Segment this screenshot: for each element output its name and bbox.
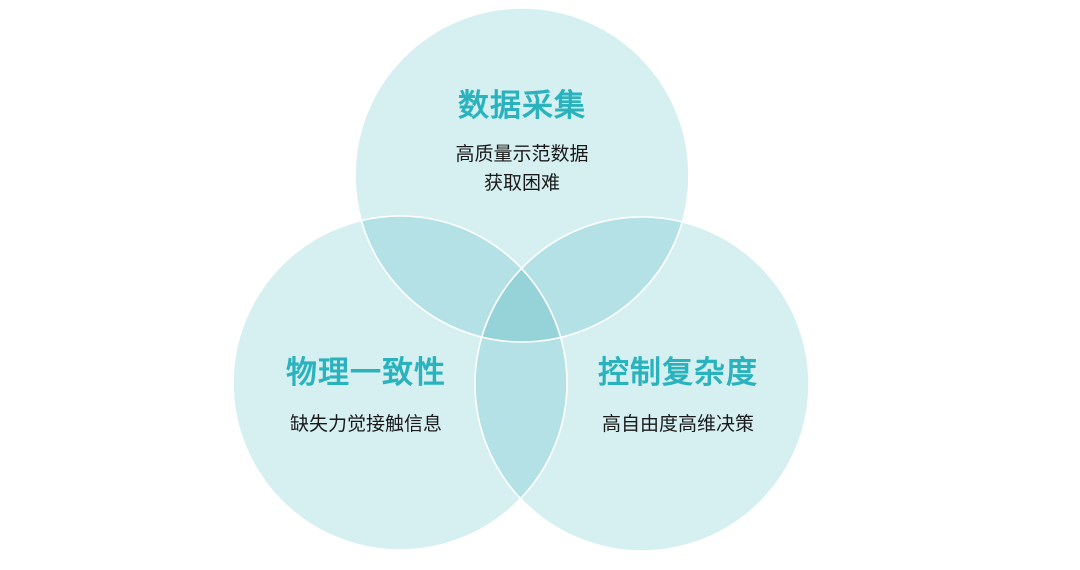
circle-title: 控制复杂度 — [598, 355, 758, 391]
circle-title: 数据采集 — [457, 88, 586, 124]
circle-desc: 获取困难 — [483, 172, 561, 194]
circle-title: 物理一致性 — [286, 355, 446, 391]
label-physical-consistency: 物理一致性 缺失力觉接触信息 — [286, 347, 446, 439]
label-control-complexity: 控制复杂度 高自由度高维决策 — [598, 347, 758, 439]
circle-desc: 高自由度高维决策 — [601, 413, 754, 435]
circle-desc: 缺失力觉接触信息 — [289, 413, 442, 435]
circle-outline — [474, 216, 810, 552]
circle-desc: 高质量示范数据 — [455, 143, 589, 165]
circle-physical-consistency — [233, 216, 567, 550]
circle-outline — [354, 7, 690, 343]
circle-control-complexity — [475, 217, 809, 551]
circle-outline — [232, 215, 568, 551]
label-data-collection: 数据采集 高质量示范数据 获取困难 — [455, 80, 588, 198]
